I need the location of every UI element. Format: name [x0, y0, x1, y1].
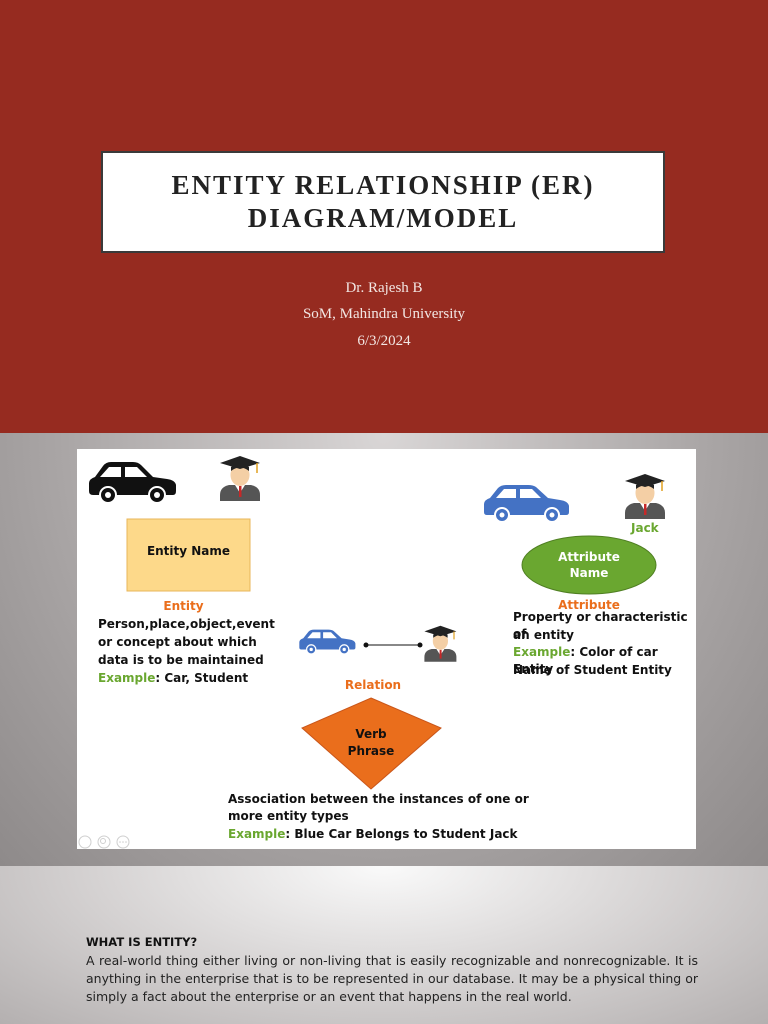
title-slide: ENTITY RELATIONSHIP (ER) DIAGRAM/MODEL D… — [0, 0, 768, 433]
what-is-entity-slide: WHAT IS ENTITY? A real-world thing eithe… — [0, 866, 768, 1024]
relation-caption: Relation — [344, 678, 402, 692]
black-car-icon — [89, 462, 176, 504]
entity-box — [126, 518, 251, 592]
relation-desc-line-2: more entity types — [228, 809, 349, 823]
jack-label: Jack — [631, 521, 659, 535]
entity-example-text: : Car, Student — [155, 671, 249, 685]
example-label: Example — [513, 645, 571, 659]
affiliation: SoM, Mahindra University — [302, 306, 466, 322]
student-icon — [220, 456, 260, 501]
relation-connector — [363, 642, 423, 648]
diagram-slide: Entity Name Entity Person,place,object,e… — [0, 433, 768, 866]
entity-example: Example: Car, Student — [98, 670, 248, 687]
zoom-icon — [78, 835, 111, 849]
relation-example-text: : Blue Car Belongs to Student Jack — [285, 827, 518, 841]
student-icon — [424, 625, 457, 662]
relation-diamond-line-1: Verb — [355, 727, 387, 741]
more-icon — [116, 835, 130, 849]
diagram-graphics — [78, 456, 665, 849]
relation-diamond — [301, 697, 442, 790]
attribute-ellipse-line-1: Attribute — [558, 550, 620, 564]
example-label: Example — [228, 827, 286, 841]
title-line-2: DIAGRAM/MODEL — [247, 203, 519, 233]
attribute-desc-line-2: an entity — [513, 628, 574, 642]
relation-diamond-line-2: Phrase — [347, 744, 395, 758]
entity-box-label: Entity Name — [146, 544, 231, 558]
blue-car-icon — [299, 629, 356, 655]
attribute-caption: Attribute — [558, 598, 620, 612]
author-name: Dr. Rajesh B — [345, 280, 423, 296]
entity-desc-line-1: Person,place,object,event — [98, 617, 275, 631]
section-body: A real-world thing either living or non-… — [86, 953, 698, 1004]
date: 6/3/2024 — [357, 333, 411, 349]
attribute-example: Example: Color of car Entity — [513, 644, 696, 678]
attribute-example-line-2: Name of Student Entity — [513, 663, 672, 677]
student-icon — [625, 474, 665, 519]
title-box: ENTITY RELATIONSHIP (ER) DIAGRAM/MODEL — [101, 151, 665, 253]
attribute-desc-line-1: Property or characteristic of — [513, 610, 688, 641]
attribute-ellipse — [521, 535, 657, 595]
entity-desc-line-2: or concept about which — [98, 635, 257, 649]
entity-caption: Entity — [163, 599, 204, 613]
attribute-example-text: : Color of car Entity — [513, 645, 658, 676]
example-label: Example — [98, 671, 156, 685]
title-line-1: ENTITY RELATIONSHIP (ER) — [171, 170, 595, 200]
er-diagram: Entity Name Entity Person,place,object,e… — [77, 449, 696, 849]
relation-desc-line-1: Association between the instances of one… — [228, 792, 529, 806]
section-heading: WHAT IS ENTITY? — [86, 935, 198, 949]
attribute-ellipse-line-2: Name — [569, 566, 609, 580]
blue-car-icon — [484, 485, 569, 523]
relation-example: Example: Blue Car Belongs to Student Jac… — [228, 826, 518, 843]
entity-desc-line-3: data is to be maintained — [98, 653, 264, 667]
